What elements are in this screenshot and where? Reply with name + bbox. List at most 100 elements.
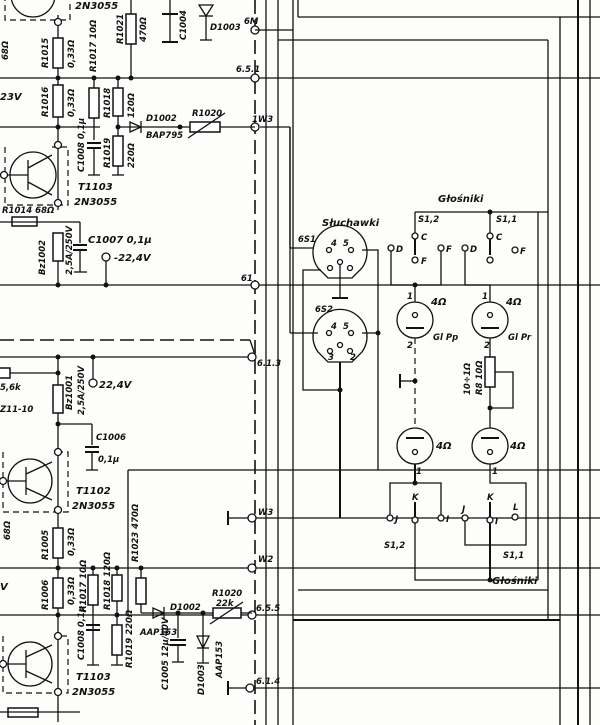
r1006-value: 0,33Ω bbox=[67, 577, 77, 605]
headphones-title: Słuchawki bbox=[322, 218, 380, 229]
node-651 bbox=[250, 73, 260, 83]
fuse-bz1001 bbox=[52, 384, 64, 414]
upper-left-voltage: 23V bbox=[0, 92, 23, 103]
potentiometer-r8 bbox=[484, 356, 496, 388]
resistor-r1023 bbox=[135, 577, 147, 605]
resistor-r1018-lower bbox=[111, 574, 123, 602]
r-5k6-label: 5,6k bbox=[0, 383, 22, 393]
resistor-r1015 bbox=[52, 37, 64, 69]
r1019-value: 220Ω bbox=[127, 143, 137, 168]
r1019-lower-label: R1019 220Ω bbox=[125, 610, 135, 668]
node-w3-label: W3 bbox=[258, 508, 273, 518]
switch-s11-top-label: S1,1 bbox=[496, 215, 517, 225]
r1005-label: R1005 bbox=[41, 530, 51, 560]
resistor-r1018 bbox=[112, 87, 124, 117]
d1003-lower-type: AAP153 bbox=[215, 641, 225, 679]
spk4-pin1: 1 bbox=[492, 467, 498, 477]
t1103-lower-type: 2N3055 bbox=[72, 687, 115, 698]
spk1-pin1: 1 bbox=[407, 292, 413, 302]
spk2-pin1: 1 bbox=[482, 292, 488, 302]
s12-j-label: J bbox=[393, 515, 398, 525]
s11-l-label: L bbox=[513, 503, 518, 513]
t1103-lower-ref: T1103 bbox=[76, 672, 111, 683]
resistor-r1017 bbox=[88, 87, 100, 119]
lower-left-68: 68Ω bbox=[3, 521, 13, 540]
node-6m-label: 6M bbox=[244, 17, 259, 27]
s12-f-label: F bbox=[421, 257, 427, 267]
s11-f-label: F bbox=[520, 247, 526, 257]
r8-label: R8 10Ω bbox=[475, 361, 485, 395]
node-w3 bbox=[247, 513, 257, 523]
s11-k-label: K bbox=[487, 493, 495, 503]
speaker-lower-left bbox=[396, 427, 434, 465]
spk2-pin2: 2 bbox=[484, 341, 490, 351]
switch-s12-bottom-label: S1,2 bbox=[384, 541, 405, 551]
socket-6s1 bbox=[312, 224, 368, 279]
speaker-gl-pp bbox=[396, 301, 434, 339]
connector-nodes: 6M 6.5.1 1W3 61 6.1.3 W3 W2 6.5.5 6.1.4 bbox=[227, 17, 293, 695]
r1020-upper-label: R1020 bbox=[192, 109, 222, 119]
node-651-label: 6.5.1 bbox=[236, 65, 260, 75]
c1006-label: C1006 bbox=[96, 433, 126, 443]
spk2-imp: 4Ω bbox=[505, 297, 522, 308]
r1015-label: R1015 bbox=[41, 38, 51, 68]
zener-label: Z11-10 bbox=[0, 405, 33, 415]
socket-6s2 bbox=[312, 308, 368, 363]
switch-s11-bottom-label: S1,1 bbox=[503, 551, 524, 561]
r8-range: 10÷1Ω bbox=[463, 363, 473, 395]
resistor-r1019 bbox=[112, 135, 124, 167]
resistor-r1019-lower bbox=[111, 624, 123, 656]
voltage-pos-22v: 22,4V bbox=[99, 380, 133, 391]
upper-left-68: 68Ω bbox=[1, 41, 11, 60]
r1021-value: 470Ω bbox=[139, 17, 149, 43]
spk4-imp: 4Ω bbox=[509, 441, 526, 452]
diode-d1003-lower bbox=[195, 635, 211, 650]
c1008-upper-label: C1008 0,1µ bbox=[77, 118, 87, 172]
r1015-value: 0,33Ω bbox=[67, 40, 77, 68]
socket-6s2-pin3: 3 bbox=[328, 353, 334, 363]
t1102-type: 2N3055 bbox=[72, 501, 115, 512]
spk3-pin1: 1 bbox=[416, 467, 422, 477]
speakers-title-bottom: Głośniki bbox=[492, 575, 538, 587]
lower-left-voltage: V bbox=[0, 582, 9, 593]
r1020-lower-value: 22k bbox=[216, 599, 235, 609]
upper-top-transistor-type: 2N3055 bbox=[75, 1, 118, 12]
resistor-r1017-lower bbox=[87, 574, 99, 606]
node-w2 bbox=[247, 563, 257, 573]
r1005-value: 0,33Ω bbox=[67, 528, 77, 556]
r1018-lower-label: R1018 120Ω bbox=[103, 552, 113, 610]
r1020-lower-label: R1020 bbox=[212, 589, 242, 599]
r1018-value: 120Ω bbox=[127, 93, 137, 118]
r1018-label: R1018 bbox=[103, 88, 113, 118]
socket-6s1-label: 6S1 bbox=[298, 235, 316, 245]
socket-6s2-pin5: 5 bbox=[343, 322, 349, 332]
bz1002-value: 2,5A/250V bbox=[65, 225, 75, 275]
r1023-label: R1023 470Ω bbox=[131, 504, 141, 562]
fuse-bz1002 bbox=[52, 232, 64, 262]
s12-c-label: C bbox=[421, 233, 428, 243]
r1017-label: R1017 10Ω bbox=[89, 20, 99, 72]
switch-s12-top-label: S1,2 bbox=[418, 215, 439, 225]
s11-j-label: J bbox=[460, 505, 465, 515]
node-613 bbox=[247, 352, 257, 362]
r1017-lower-label: R1017 10Ω bbox=[79, 560, 89, 612]
s11-c-label: C bbox=[496, 233, 503, 243]
speakers-title-top: Głośniki bbox=[438, 193, 484, 205]
d1002-upper-label: D1002 bbox=[146, 114, 177, 124]
t1103-upper-type: 2N3055 bbox=[74, 197, 117, 208]
socket-6s1-pin5: 5 bbox=[343, 239, 349, 249]
spk1-pin2: 2 bbox=[407, 341, 413, 351]
s12-f2-label: F bbox=[446, 245, 452, 255]
node-1w3-label: 1W3 bbox=[252, 115, 273, 125]
s12-d-label: D bbox=[396, 245, 403, 255]
node-61 bbox=[250, 280, 260, 290]
r1016-value: 0,33Ω bbox=[67, 89, 77, 117]
resistor-r1006 bbox=[52, 577, 64, 609]
spk1-imp: 4Ω bbox=[430, 297, 447, 308]
r1016-label: R1016 bbox=[41, 87, 51, 117]
r1019-label: R1019 bbox=[103, 138, 113, 168]
resistor-r1021 bbox=[125, 13, 137, 45]
spk2-name: Gl Pr bbox=[508, 333, 532, 343]
spk1-name: Gl Pp bbox=[433, 333, 458, 343]
